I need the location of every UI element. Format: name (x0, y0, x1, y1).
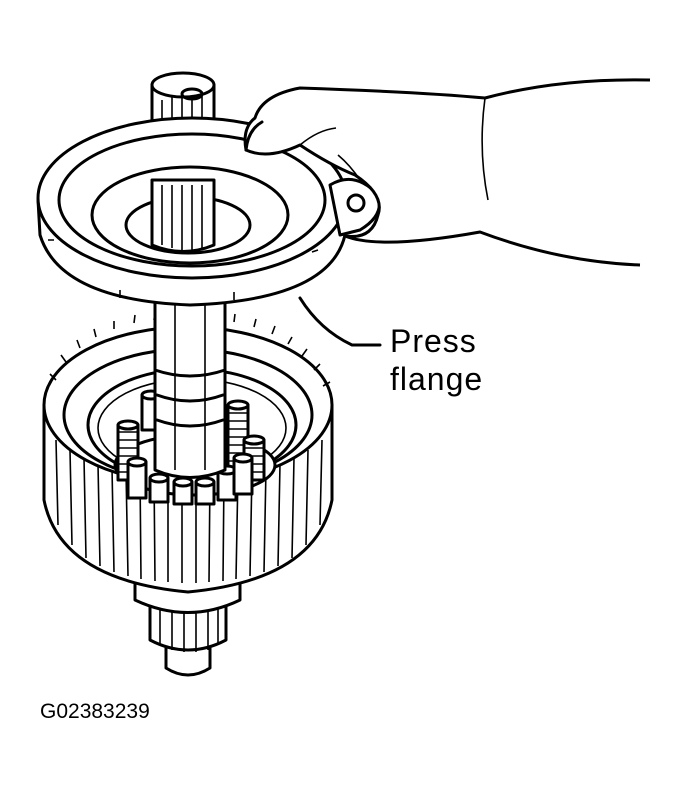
hand-icon (243, 78, 651, 267)
drum-splines (55, 439, 323, 583)
press-flange-icon (36, 116, 381, 307)
callout-line-1: Press (390, 323, 477, 359)
return-springs (116, 389, 266, 506)
callout-line-2: flange (390, 361, 484, 397)
figure-id: G02383239 (40, 700, 150, 723)
press-flange-label: Press flange (390, 322, 483, 398)
leader-line (298, 296, 382, 347)
